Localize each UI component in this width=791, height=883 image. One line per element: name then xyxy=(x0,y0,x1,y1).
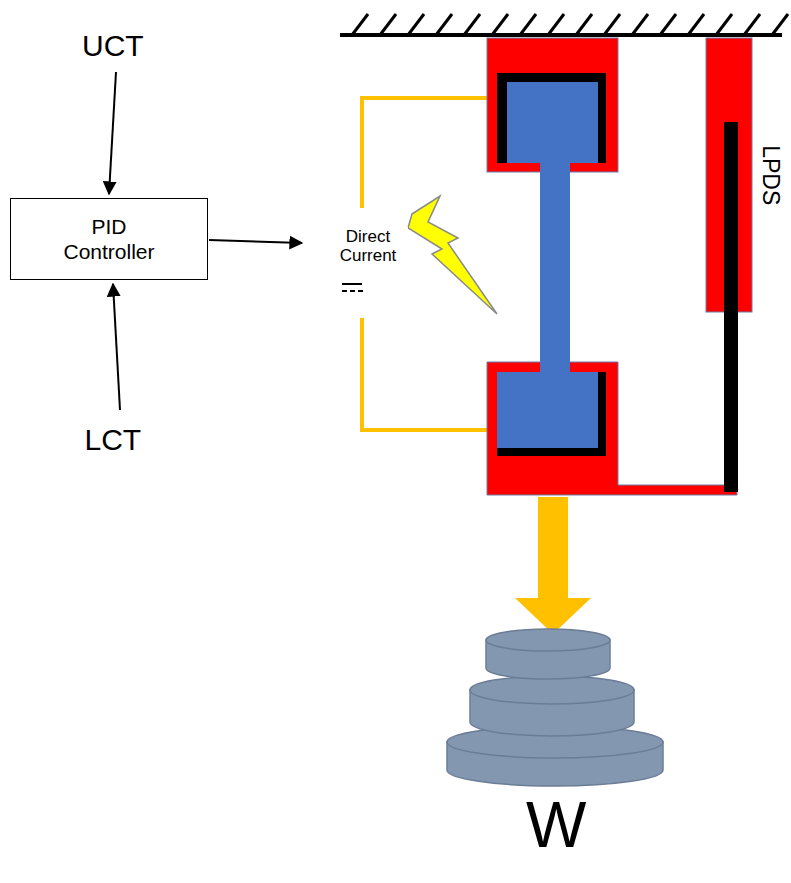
signal-name: LCT xyxy=(85,423,142,458)
hatch-stroke xyxy=(688,14,704,35)
lower-clamp xyxy=(487,362,737,495)
wire xyxy=(362,318,487,430)
box-label: PID Controller xyxy=(54,214,164,264)
hatch-stroke xyxy=(716,14,732,35)
specimen-rod xyxy=(540,162,570,374)
hatch-stroke xyxy=(604,14,620,35)
output-arrow xyxy=(209,240,302,243)
upper-clamp xyxy=(487,38,618,172)
weight-stack xyxy=(447,629,663,786)
hatch-stroke xyxy=(660,14,676,35)
input-arrow xyxy=(109,72,116,194)
hatch-stroke xyxy=(744,14,760,35)
wire xyxy=(362,98,487,208)
controller-box: PID Controller xyxy=(10,198,208,280)
hatch-stroke xyxy=(632,14,648,35)
load-arrow xyxy=(515,497,591,634)
hatch-stroke xyxy=(772,14,788,35)
sensor-label: LPDS xyxy=(758,145,784,205)
input-arrow xyxy=(113,284,120,410)
hatch-stroke xyxy=(464,14,480,35)
hatch-stroke xyxy=(520,14,536,35)
hatch-stroke xyxy=(436,14,452,35)
grip-liner xyxy=(497,372,606,456)
hatch-stroke xyxy=(352,14,368,35)
grip-liner xyxy=(497,73,606,163)
signal-name: UCT xyxy=(82,29,144,64)
source-label: Direct Current xyxy=(328,227,408,266)
lightning-bolt xyxy=(408,196,497,314)
hatch-stroke xyxy=(576,14,592,35)
load-label: W xyxy=(526,789,586,863)
dc-symbol xyxy=(342,284,363,291)
ceiling-hatch xyxy=(352,14,788,35)
hatch-stroke xyxy=(380,14,396,35)
specimen-head xyxy=(497,372,598,448)
specimen-head xyxy=(507,82,598,163)
hatch-stroke xyxy=(408,14,424,35)
hatch-stroke xyxy=(548,14,564,35)
hatch-stroke xyxy=(492,14,508,35)
sensor-rod xyxy=(724,122,738,492)
ceiling-line xyxy=(340,33,782,37)
